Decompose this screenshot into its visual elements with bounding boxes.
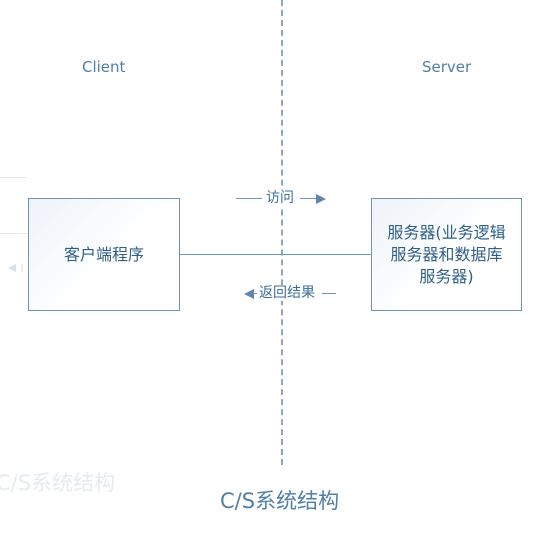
diagram-caption: C/S系统结构: [220, 489, 340, 513]
return-result-label: 返回结果: [257, 285, 317, 301]
client-program-node: 客户端程序: [28, 198, 180, 311]
visit-label: 访问: [264, 190, 296, 206]
left-edge-ghost-arrow-icon: [8, 264, 16, 272]
left-edge-ghost-caption: C/S系统结构: [0, 471, 116, 495]
left-edge-ghost-line: [0, 233, 27, 234]
client-server-connector: [180, 254, 371, 255]
return-arrow-line-left: [253, 293, 257, 294]
visit-arrow-line-right: [300, 198, 316, 199]
server-program-node: 服务器(业务逻辑 服务器和数据库 服务器): [371, 198, 522, 311]
client-program-label: 客户端程序: [63, 244, 144, 264]
right-arrow-icon: [316, 194, 326, 204]
left-edge-ghost-line: [0, 177, 27, 178]
client-label: Client: [82, 58, 126, 76]
client-server-divider: [281, 0, 283, 465]
server-program-label: 服务器(业务逻辑 服务器和数据库 服务器): [387, 222, 506, 286]
left-edge-ghost-mark: [21, 264, 23, 272]
visit-arrow-line-left: [236, 198, 262, 199]
return-arrow-line-right: [322, 293, 336, 294]
server-label: Server: [422, 58, 472, 76]
left-arrow-icon: [244, 289, 254, 299]
